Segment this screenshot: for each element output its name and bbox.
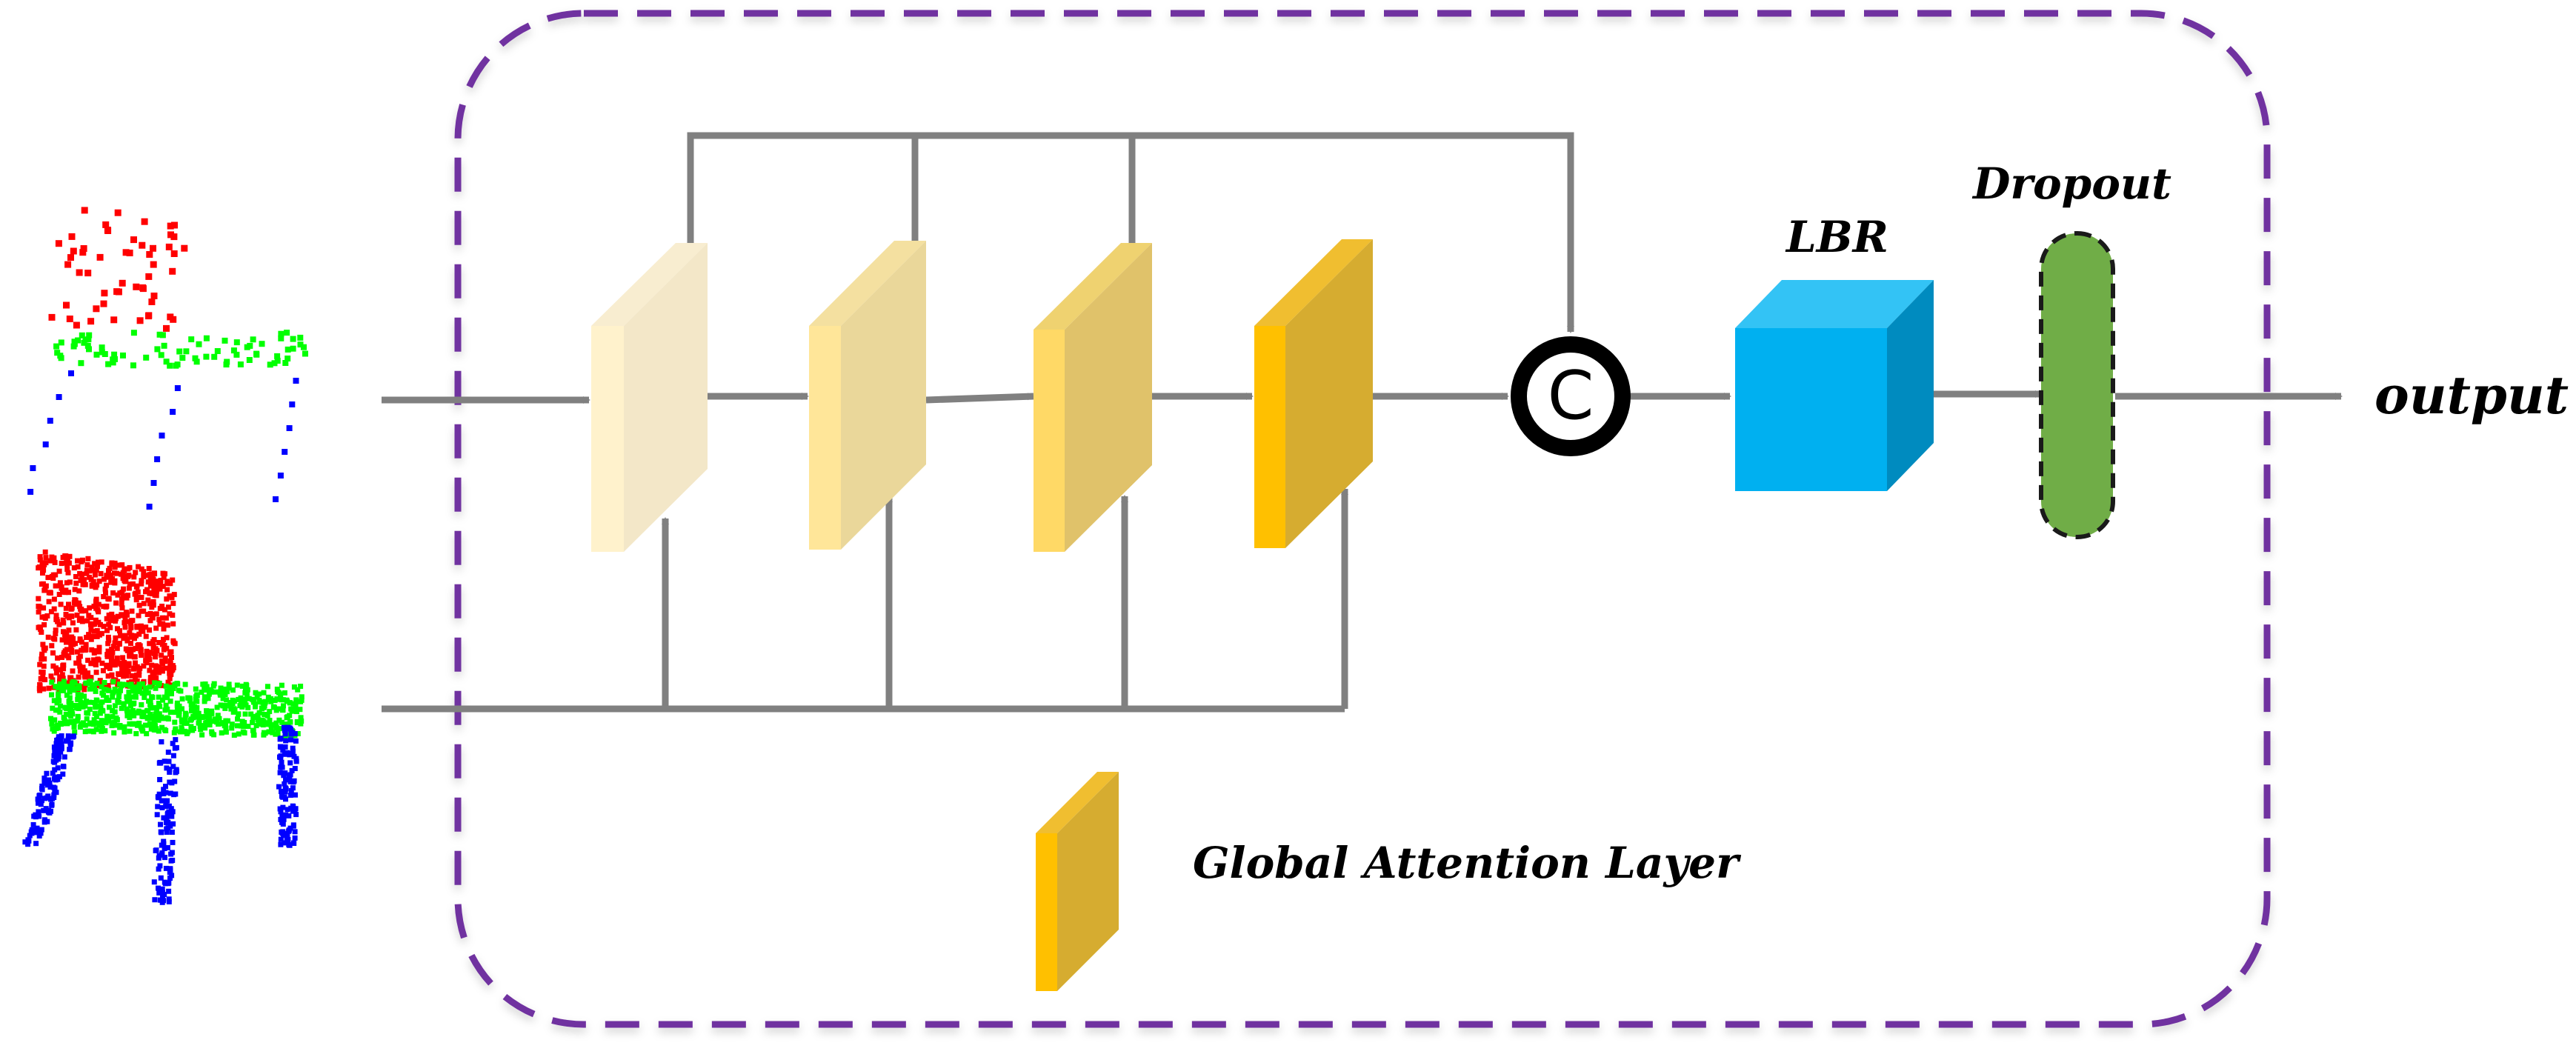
dropout-block — [2039, 231, 2115, 539]
concat-symbol: C — [1548, 357, 1594, 435]
lbr-label: LBR — [1785, 212, 1888, 262]
global-attention-layer-2 — [809, 241, 926, 550]
output-label: output — [2374, 364, 2569, 426]
chair-point-cloud-sparse-icon — [27, 207, 308, 510]
lbr-block — [1735, 280, 1934, 491]
dropout-label: Dropout — [1971, 159, 2171, 209]
global-attention-layer-3 — [1034, 243, 1152, 552]
global-attention-layer-1 — [591, 243, 708, 552]
chair-point-cloud-dense-icon — [22, 549, 304, 905]
chain-arrow-2 — [925, 393, 1035, 404]
connections — [382, 132, 2343, 713]
concat-icon: C — [1511, 336, 1631, 456]
module-frame — [454, 10, 2271, 1028]
legend-layer-icon — [1036, 772, 1119, 991]
legend-label: Global Attention Layer — [1193, 838, 1742, 888]
global-attention-layer-4 — [1254, 239, 1373, 548]
